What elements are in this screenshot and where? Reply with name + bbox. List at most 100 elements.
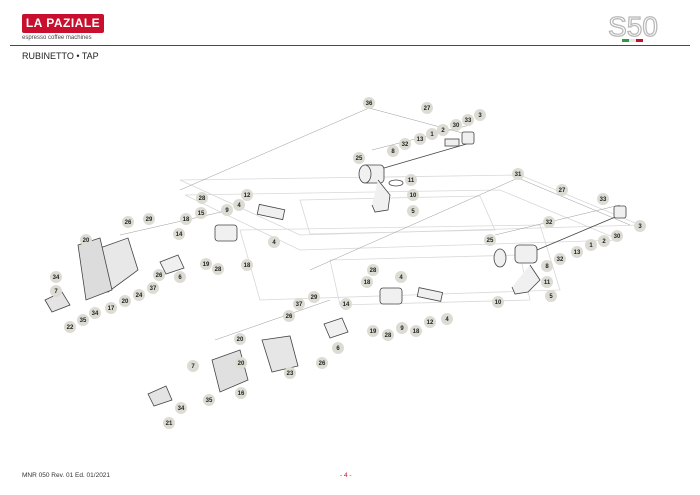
model-name: S50	[608, 12, 658, 42]
callout-bubble	[143, 213, 155, 225]
callout-label: 28	[199, 196, 206, 202]
callout-bubble	[512, 168, 524, 180]
callout-c27b: 27	[556, 184, 568, 196]
callout-bubble	[571, 246, 583, 258]
callout-bubble	[203, 394, 215, 406]
callout-c26a: 26	[122, 216, 134, 228]
callout-c20d: 20	[235, 357, 247, 369]
tap-nut-upper	[461, 131, 475, 145]
callout-bubble	[399, 138, 411, 150]
callout-label: 2	[602, 239, 606, 245]
callout-c9b: 9	[396, 322, 408, 334]
callout-label: 25	[487, 238, 494, 244]
page-number: - 4 -	[340, 472, 352, 479]
tap-disc-upper	[358, 164, 372, 184]
callout-label: 1	[589, 243, 593, 249]
callout-c25b: 25	[484, 234, 496, 246]
callout-label: 26	[156, 273, 163, 279]
callout-label: 20	[83, 238, 90, 244]
callout-c17a: 17	[105, 302, 117, 314]
callout-c10a: 10	[407, 189, 419, 201]
callout-label: 8	[545, 264, 549, 270]
callout-c1b: 1	[585, 239, 597, 251]
callout-c37a: 37	[147, 282, 159, 294]
callout-label: 8	[391, 149, 395, 155]
lever-block-upper	[214, 224, 238, 242]
callout-bubble	[283, 310, 295, 322]
callout-c8b: 8	[541, 260, 553, 272]
callout-label: 9	[225, 208, 229, 214]
callout-bubble	[163, 417, 175, 429]
callout-c19a: 19	[200, 258, 212, 270]
callout-label: 36	[366, 101, 373, 107]
callout-bubble	[80, 234, 92, 246]
callout-label: 37	[296, 302, 303, 308]
callout-c9a: 9	[221, 204, 233, 216]
brand-logo: LA PAZIALE	[22, 14, 104, 33]
callout-bubble	[241, 189, 253, 201]
callout-bubble	[119, 295, 131, 307]
callout-bubble	[64, 321, 76, 333]
callout-bubble	[308, 291, 320, 303]
callout-label: 26	[286, 314, 293, 320]
callout-bubble	[105, 302, 117, 314]
callout-bubble	[556, 184, 568, 196]
tap-group-mid	[493, 205, 627, 295]
callout-bubble	[484, 234, 496, 246]
callout-bubble	[554, 253, 566, 265]
callout-bubble	[363, 97, 375, 109]
callout-bubble	[367, 264, 379, 276]
callout-c26b: 26	[153, 269, 165, 281]
callout-label: 6	[178, 275, 182, 281]
callout-c33a: 33	[462, 114, 474, 126]
callout-label: 13	[417, 137, 424, 143]
callout-bubble	[175, 402, 187, 414]
callout-label: 29	[311, 295, 318, 301]
callout-bubble	[424, 316, 436, 328]
callout-c4d: 4	[441, 313, 453, 325]
callout-c19b: 19	[367, 325, 379, 337]
callout-bubble	[541, 276, 553, 288]
callout-bubble	[382, 329, 394, 341]
callout-label: 12	[244, 193, 251, 199]
callout-c34c: 34	[175, 402, 187, 414]
callout-label: 26	[125, 220, 132, 226]
callout-label: 18	[244, 263, 251, 269]
callout-c23a: 23	[284, 367, 296, 379]
callout-label: 28	[215, 267, 222, 273]
callout-bubble	[187, 360, 199, 372]
callout-label: 20	[122, 299, 129, 305]
callout-bubble	[541, 260, 553, 272]
callout-c20b: 20	[119, 295, 131, 307]
callout-label: 33	[600, 197, 607, 203]
callout-c34a: 34	[50, 271, 62, 283]
callout-bubble	[316, 357, 328, 369]
callout-bubble	[462, 114, 474, 126]
callout-c5b: 5	[545, 290, 557, 302]
callout-bubble	[293, 298, 305, 310]
callout-bubble	[77, 314, 89, 326]
plate-upper	[256, 203, 286, 221]
callout-c3a: 3	[474, 109, 486, 121]
callout-bubble	[474, 109, 486, 121]
callout-label: 16	[238, 391, 245, 397]
callout-bubble	[450, 119, 462, 131]
callout-bubble	[147, 282, 159, 294]
callout-c33b: 33	[597, 193, 609, 205]
callout-c36: 36	[363, 97, 375, 109]
callout-c32b: 32	[543, 216, 555, 228]
callout-c13b: 13	[571, 246, 583, 258]
callout-label: 20	[238, 361, 245, 367]
callout-c30b: 30	[611, 230, 623, 242]
knob-lower	[147, 385, 173, 407]
callout-label: 4	[445, 317, 449, 323]
callout-bubble	[353, 152, 365, 164]
callout-bubble	[361, 276, 373, 288]
callout-c27a: 27	[421, 102, 433, 114]
callout-label: 4	[237, 203, 241, 209]
callout-c18b: 18	[241, 259, 253, 271]
callout-label: 32	[546, 220, 553, 226]
callout-label: 30	[453, 123, 460, 129]
callout-c35b: 35	[203, 394, 215, 406]
